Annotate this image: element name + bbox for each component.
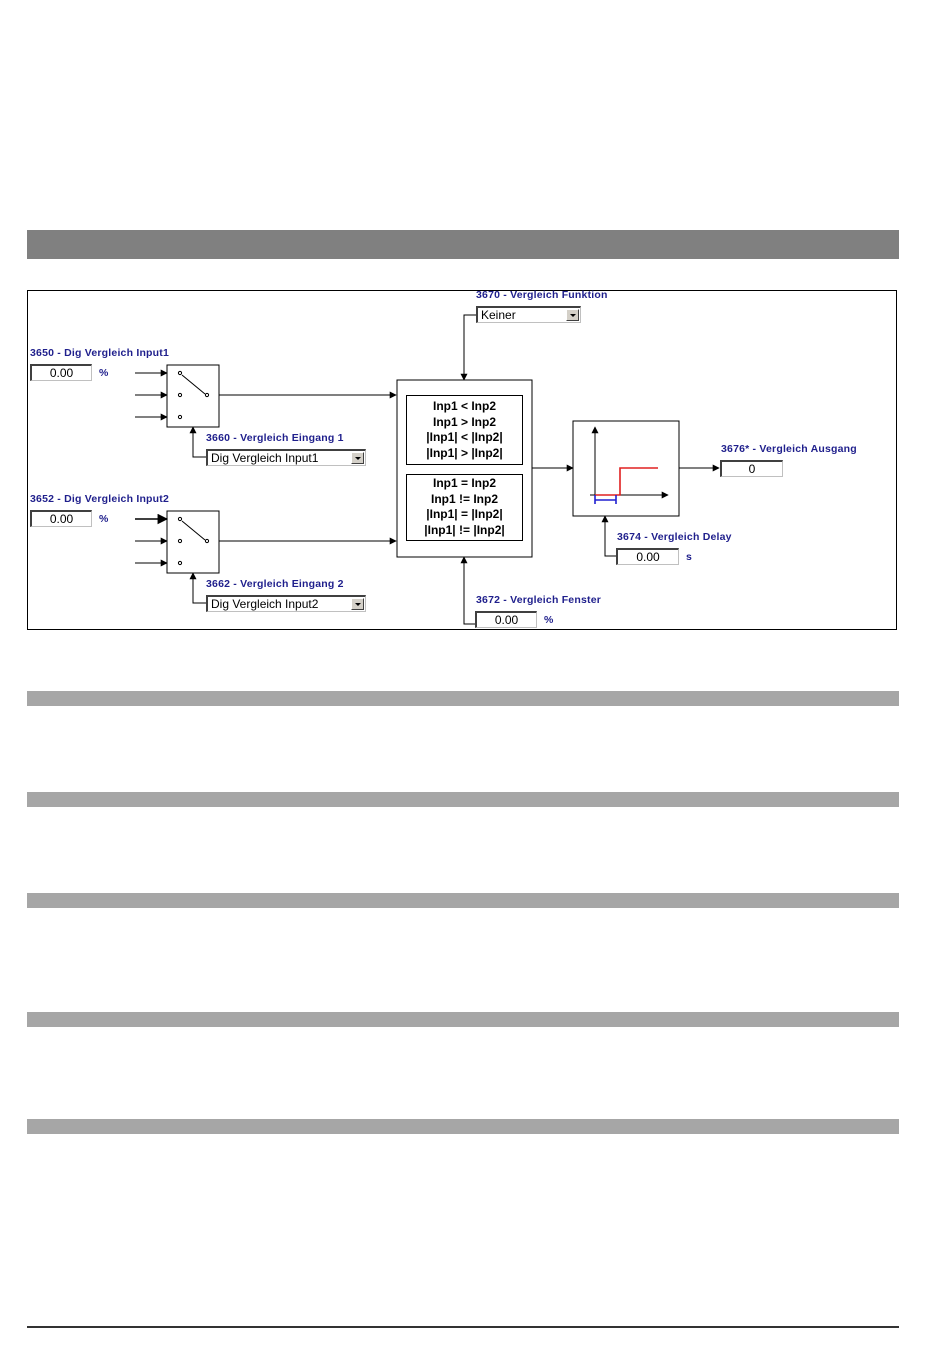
fenster-field[interactable]: 0.00 (475, 611, 537, 628)
function-group-1: Inp1 < Inp2 Inp1 > Inp2 |Inp1| < |Inp2| … (406, 395, 523, 465)
eingang2-label: 3662 - Vergleich Eingang 2 (206, 578, 344, 590)
function-item: Inp1 = Inp2 (432, 476, 496, 490)
comparator-block-diagram: 3670 - Vergleich Funktion Keiner 3650 - … (27, 289, 897, 630)
chevron-down-icon[interactable] (566, 309, 579, 321)
delay-field[interactable]: 0.00 (616, 548, 679, 565)
eingang1-selected: Dig Vergleich Input1 (211, 451, 319, 465)
delay-label: 3674 - Vergleich Delay (617, 531, 732, 543)
function-item: |Inp1| != |Inp2| (424, 522, 505, 537)
chevron-down-icon[interactable] (351, 452, 364, 464)
function-group-2: Inp1 = Inp2 Inp1 != Inp2 |Inp1| = |Inp2|… (406, 474, 523, 541)
eingang2-select[interactable]: Dig Vergleich Input2 (206, 595, 366, 612)
funktion-label: 3670 - Vergleich Funktion (476, 289, 608, 301)
function-item: Inp1 > Inp2 (432, 414, 496, 429)
section-bar-5 (27, 1119, 899, 1134)
input1-field[interactable]: 0.00 (30, 364, 92, 381)
selector-2-box (166, 510, 220, 574)
ausgang-field: 0 (720, 460, 783, 477)
input1-label: 3650 - Dig Vergleich Input1 (30, 347, 170, 359)
eingang1-label: 3660 - Vergleich Eingang 1 (206, 432, 344, 444)
ausgang-label: 3676* - Vergleich Ausgang (721, 443, 857, 455)
section-bar-1 (27, 691, 899, 706)
fenster-unit: % (544, 614, 554, 626)
section-bar-4 (27, 1012, 899, 1027)
section-bar-2 (27, 792, 899, 807)
function-item: |Inp1| < |Inp2| (426, 430, 503, 444)
input2-label: 3652 - Dig Vergleich Input2 (30, 493, 170, 505)
step-response-line (595, 467, 658, 496)
chevron-down-icon[interactable] (351, 598, 364, 610)
eingang1-select[interactable]: Dig Vergleich Input1 (206, 449, 366, 466)
eingang2-selected: Dig Vergleich Input2 (211, 597, 319, 611)
function-item: |Inp1| = |Inp2| (426, 507, 503, 521)
fenster-label: 3672 - Vergleich Fenster (476, 594, 602, 606)
funktion-select[interactable]: Keiner (476, 306, 581, 323)
footer-rule (27, 1326, 899, 1328)
function-item: Inp1 < Inp2 (432, 399, 496, 413)
input1-unit: % (99, 367, 109, 379)
input2-unit: % (99, 513, 109, 525)
delay-unit: s (686, 551, 692, 563)
section-header-bar (27, 230, 899, 259)
function-item: Inp1 != Inp2 (430, 491, 498, 506)
selector-1-box (166, 364, 220, 428)
section-bar-3 (27, 893, 899, 908)
input2-field[interactable]: 0.00 (30, 510, 92, 527)
funktion-selected: Keiner (481, 308, 516, 322)
delay-marker (594, 495, 617, 504)
function-item: |Inp1| > |Inp2| (426, 445, 503, 460)
